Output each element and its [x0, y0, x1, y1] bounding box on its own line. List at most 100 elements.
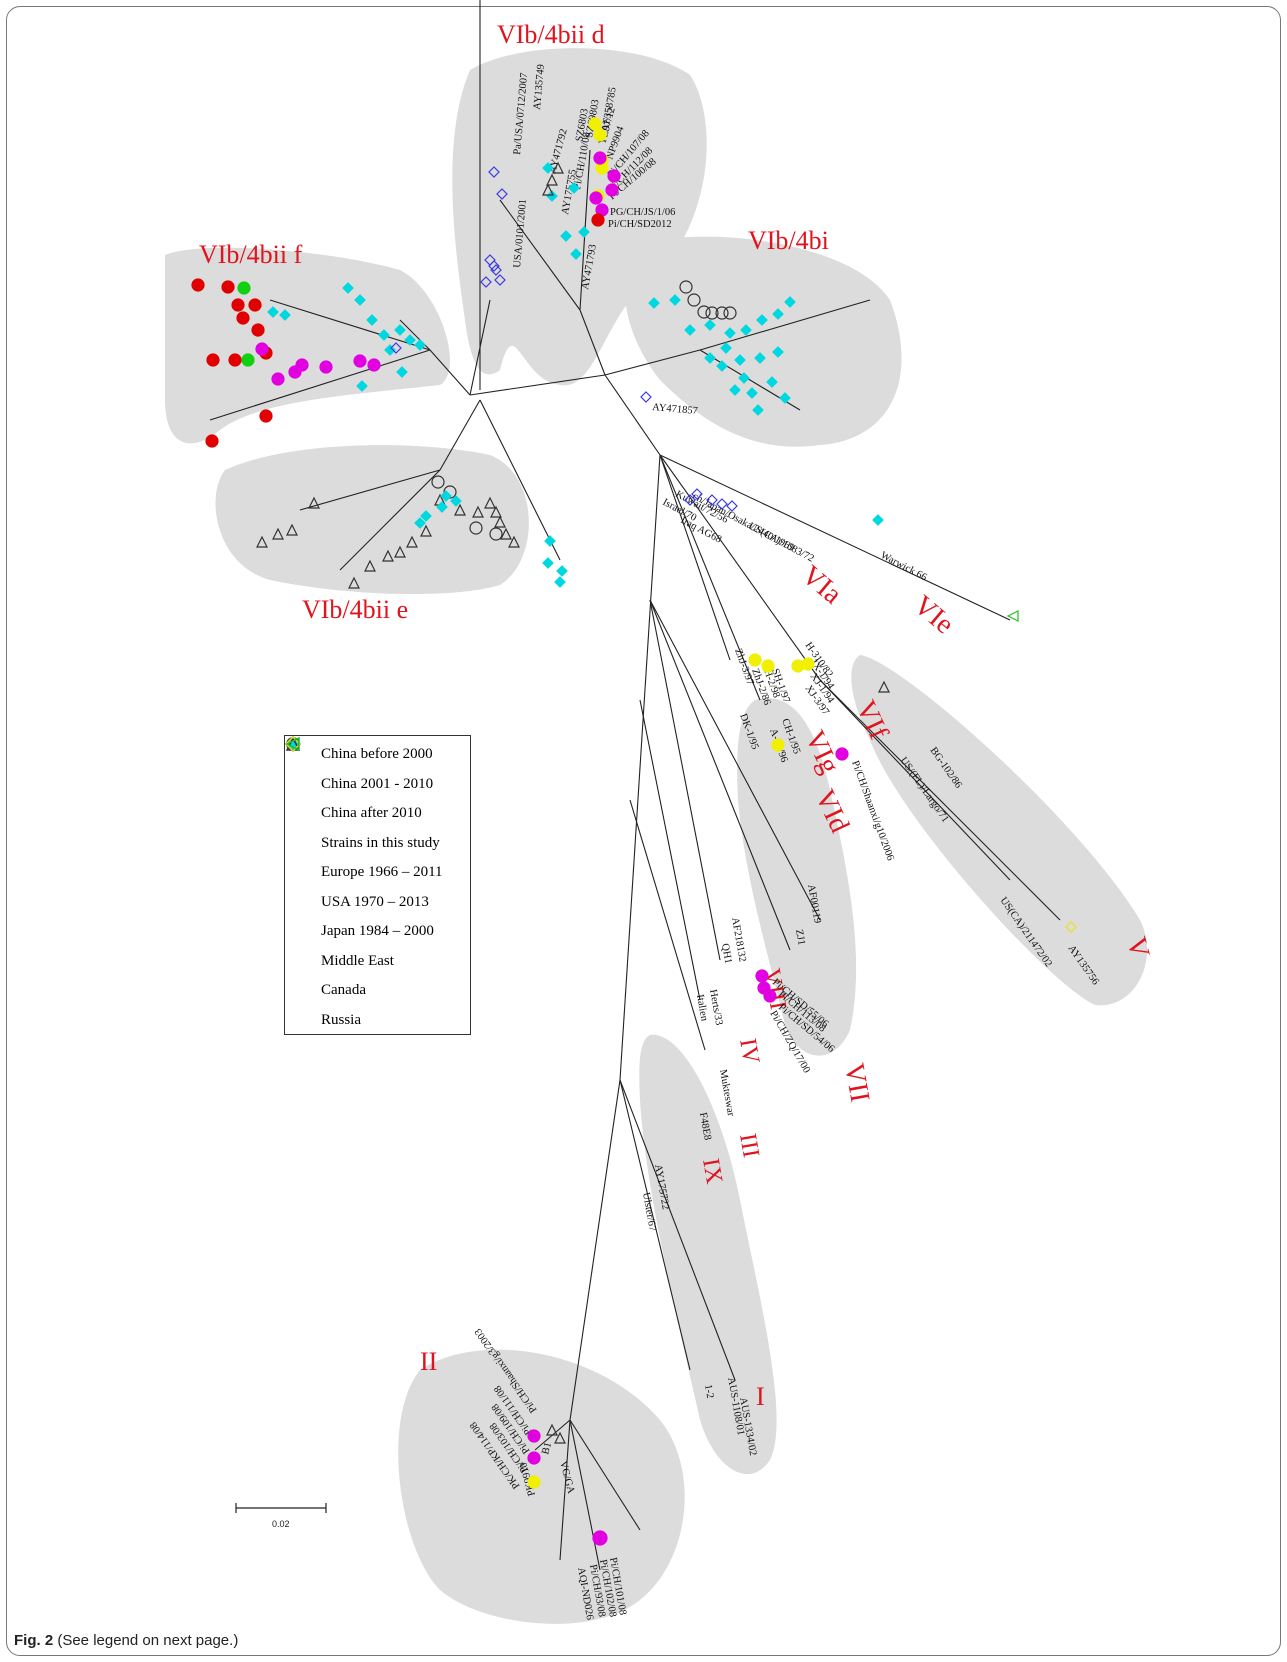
tip-marker [443, 485, 457, 499]
tip-marker [288, 365, 302, 379]
tree-branches [209, 0, 1061, 1571]
tip-marker [508, 535, 520, 548]
tip-marker [390, 342, 402, 354]
tip-marker [556, 565, 568, 577]
clade-label-iv: IV [734, 1037, 764, 1067]
tip-marker [726, 500, 738, 512]
tip-marker [490, 505, 502, 518]
legend-label: Europe 1966 – 2011 [321, 864, 443, 881]
tip-label: 1-2 [702, 1384, 715, 1400]
legend-label: China before 2000 [321, 746, 433, 763]
tip-marker [454, 503, 466, 516]
tip-marker [552, 161, 564, 174]
tip-marker [527, 1451, 541, 1465]
tip-marker [489, 527, 503, 541]
tip-marker [414, 339, 426, 351]
tip-label: Pi/CH/SD2012 [608, 219, 672, 230]
tip-marker [684, 324, 696, 336]
tip-marker [570, 248, 582, 260]
tip-marker [450, 495, 462, 507]
tip-marker [648, 297, 660, 309]
tip-marker [697, 305, 711, 319]
tip-marker [738, 372, 750, 384]
tip-marker [679, 280, 693, 294]
tip-marker [588, 117, 602, 131]
legend-circle-icon [286, 737, 315, 792]
clade-bg-vib-4bii-f [165, 247, 451, 444]
tip-marker [236, 311, 250, 325]
legend-label: Canada [321, 982, 366, 999]
tip-marker [221, 280, 235, 294]
tip-marker [554, 576, 566, 588]
tip-marker [546, 1423, 558, 1436]
tip-marker [754, 352, 766, 364]
clade-label-via: VIa [796, 560, 849, 611]
tip-marker [500, 527, 512, 540]
legend-circle-icon [286, 737, 315, 822]
tip-marker [684, 494, 696, 506]
tip-marker [496, 188, 508, 200]
clade-bg-vib-4bii-d [452, 48, 707, 386]
tip-marker [279, 309, 291, 321]
tip-markers [191, 117, 1077, 1546]
tip-marker [484, 496, 496, 509]
tip-label: AY135749 [532, 64, 547, 110]
legend-item: Russia [285, 736, 470, 1036]
legend-triangle-left-icon [285, 736, 315, 1028]
tip-marker [527, 1475, 541, 1489]
tip-marker [605, 183, 619, 197]
legend-label: USA 1970 – 2013 [321, 893, 429, 910]
tip-marker [734, 354, 746, 366]
figure-frame [6, 6, 1281, 1656]
tip-marker [591, 213, 605, 227]
legend-item: Japan 1984 – 2000 [285, 737, 470, 947]
tip-marker [554, 1431, 566, 1444]
tip-marker [191, 278, 205, 292]
caption-figure-number: Fig. 2 [14, 1632, 54, 1649]
tip-marker [546, 190, 558, 202]
tip-marker [779, 392, 791, 404]
legend-diamond-icon [285, 736, 315, 969]
legend-label: China after 2010 [321, 805, 422, 822]
legend-label: Strains in this study [321, 834, 440, 851]
tip-marker [364, 559, 376, 572]
legend-item: Europe 1966 – 2011 [285, 736, 470, 888]
legend-label: Middle East [321, 952, 394, 969]
tip-marker [406, 535, 418, 548]
tip-marker [568, 182, 580, 194]
tip-marker [640, 391, 652, 403]
tip-marker [691, 488, 703, 500]
tip-marker [784, 296, 796, 308]
tip-marker [1065, 921, 1077, 933]
tip-marker [801, 657, 815, 671]
scale-bar: 0.02 [235, 1503, 327, 1529]
tip-label: Mukteswar [717, 1069, 736, 1118]
clade-label-vib-4bi: VIb/4bi [748, 226, 829, 255]
clade-bg-v [851, 655, 1148, 1006]
legend-label: Japan 1984 – 2000 [321, 923, 434, 940]
tip-marker [472, 505, 484, 518]
tip-marker [724, 327, 736, 339]
tip-marker [480, 276, 492, 288]
tip-marker [704, 352, 716, 364]
clade-label-vib-4bii-f: VIb/4bii f [199, 240, 303, 269]
figure-caption: Fig. 2 (See legend on next page.) [14, 1632, 238, 1649]
tip-marker [256, 535, 268, 548]
tip-marker [687, 293, 701, 307]
tip-marker [206, 353, 220, 367]
tip-marker [259, 409, 273, 423]
tip-marker [420, 524, 432, 537]
clade-label-ix: IX [697, 1157, 727, 1186]
tip-marker [542, 162, 554, 174]
tip-marker [706, 494, 718, 506]
clade-bg-vib-4bii-e [215, 445, 529, 595]
tip-marker [272, 527, 284, 540]
tip-marker [752, 404, 764, 416]
tip-marker [488, 166, 500, 178]
legend-item: Strains in this study [285, 737, 470, 859]
tip-marker [494, 274, 506, 286]
tip-marker [494, 515, 506, 528]
tip-marker [354, 294, 366, 306]
clade-label-vib-4bii-d: VIb/4bii d [497, 20, 605, 49]
